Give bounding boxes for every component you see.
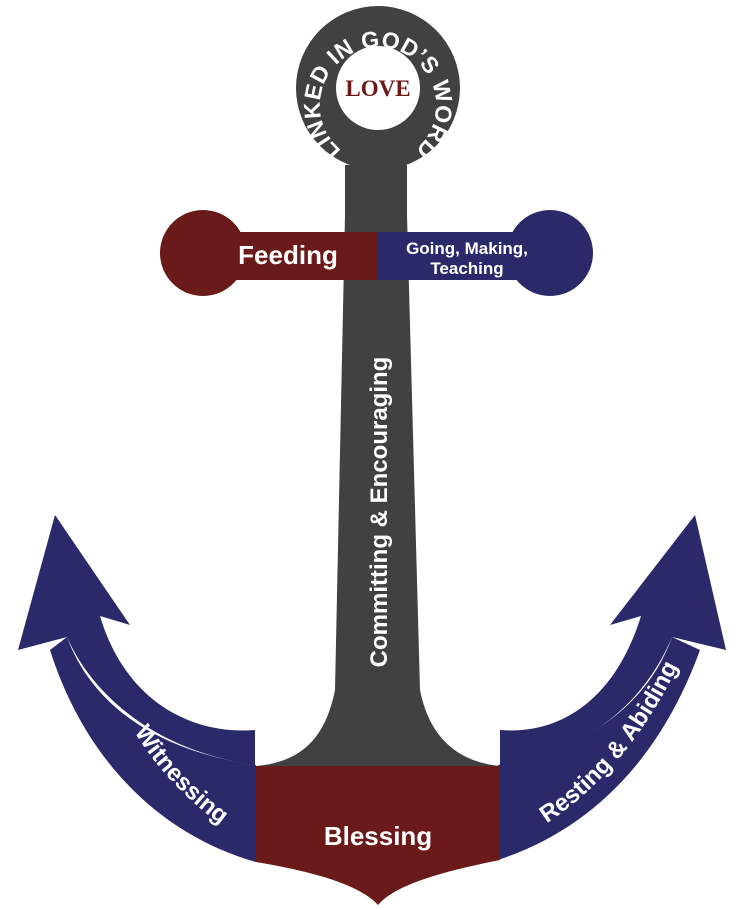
- ring-inner-circle: [336, 46, 420, 130]
- love-label: LOVE: [345, 76, 410, 101]
- going-making-label: Going, Making,: [406, 239, 528, 258]
- right-arm-lower: [498, 637, 700, 860]
- crossbar-left: [160, 210, 378, 296]
- blessing-label: Blessing: [324, 821, 432, 851]
- committing-encouraging-label: Committing & Encouraging: [366, 357, 393, 668]
- right-arm: [500, 515, 726, 765]
- crossbar-right: [378, 210, 593, 296]
- anchor-crown: [256, 766, 500, 905]
- feeding-label: Feeding: [238, 240, 338, 270]
- teaching-label: Teaching: [430, 259, 503, 278]
- left-arm-lower: [50, 637, 256, 862]
- anchor-shank: [256, 165, 500, 766]
- left-arm: [18, 515, 255, 765]
